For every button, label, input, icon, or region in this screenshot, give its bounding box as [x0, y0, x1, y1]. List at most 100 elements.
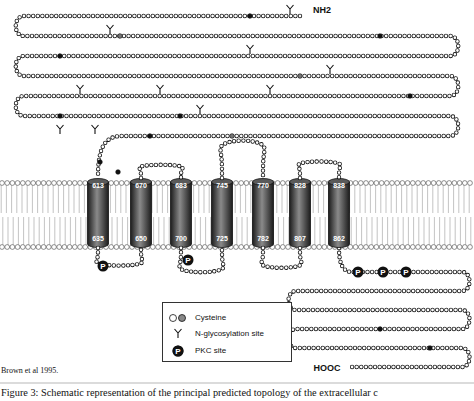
residue-chain-fill: [180, 248, 224, 272]
lipid-tail: [380, 185, 381, 213]
lipid-head: [416, 245, 421, 250]
cysteine-residue: [378, 327, 383, 332]
transmembrane-helix: 828807: [289, 178, 311, 248]
lipid-head: [72, 181, 77, 186]
lipid-head: [395, 181, 400, 186]
lipid-tail: [318, 185, 319, 213]
residue-chain-outline: [298, 162, 340, 179]
residue-chain-outline: [140, 165, 183, 178]
source-note: Brown et al 1995.: [1, 366, 58, 375]
lipid-tail: [16, 185, 17, 213]
lipid-head: [72, 245, 77, 250]
lipid-head: [78, 181, 83, 186]
terminus-label: HOOC: [314, 363, 341, 373]
lipid-head: [384, 245, 389, 250]
cysteine-residue: [58, 114, 63, 119]
residue-number: 838: [328, 182, 350, 190]
lipid-head: [244, 181, 249, 186]
residue-number: 613: [87, 182, 109, 190]
cylinder-body: [212, 182, 233, 248]
lipid-head: [395, 245, 400, 250]
lipid-head: [46, 245, 51, 250]
pkc-site: P: [183, 255, 194, 266]
lipid-head: [452, 181, 457, 186]
lipid-tail: [360, 185, 361, 213]
transmembrane-helix: 838862: [328, 178, 350, 248]
legend-swatch: [167, 327, 189, 341]
lipid-head: [353, 181, 358, 186]
lipid-head: [436, 245, 441, 250]
lipid-tail: [112, 217, 113, 245]
lipid-head: [166, 245, 171, 250]
lipid-tail: [236, 217, 237, 245]
lipid-head: [67, 245, 72, 250]
cysteine-symbol: [179, 315, 186, 322]
lipid-tail: [438, 185, 439, 213]
lipid-tail: [204, 185, 205, 213]
lipid-head: [312, 245, 317, 250]
lipid-tail: [120, 185, 121, 213]
lipid-head: [400, 245, 405, 250]
lipid-tail: [434, 217, 435, 245]
residue-number: 670: [130, 182, 152, 190]
cysteine-residue: [230, 134, 235, 139]
lipid-tail: [245, 185, 246, 213]
lipid-tail: [455, 217, 456, 245]
residue-number: 700: [170, 235, 192, 243]
lipid-head: [400, 181, 405, 186]
lipid-head: [457, 181, 462, 186]
pkc-site: P: [353, 267, 364, 278]
lipid-head: [431, 245, 436, 250]
lipid-head: [114, 245, 119, 250]
lipid-tail: [209, 185, 210, 213]
lipid-tail: [74, 185, 75, 213]
lipid-head: [202, 245, 207, 250]
lipid-head: [442, 245, 447, 250]
lipid-tail: [44, 217, 45, 245]
intracellular-tail: [289, 248, 470, 367]
residue-chain-fill: [16, 16, 459, 178]
lipid-tail: [391, 185, 392, 213]
lipid-head: [52, 181, 57, 186]
lipid-head: [239, 181, 244, 186]
lipid-tail: [162, 185, 163, 213]
lipid-tail: [6, 185, 7, 213]
lipid-head: [20, 181, 25, 186]
lipid-tail: [65, 217, 66, 245]
lipid-tail: [406, 185, 407, 213]
lipid-tail: [314, 217, 315, 245]
residue-chain-outline: [16, 16, 459, 178]
lipid-head: [83, 245, 88, 250]
lipid-tail: [37, 185, 38, 213]
lipid-tail: [80, 217, 81, 245]
legend-text: PKC site: [195, 346, 226, 356]
lipid-head: [124, 245, 129, 250]
lipid-tail: [84, 185, 85, 213]
lipid-tail: [386, 185, 387, 213]
lipid-tail: [127, 217, 128, 245]
lipid-tail: [351, 217, 352, 245]
residue-chain-outline: [180, 248, 224, 272]
lipid-head: [41, 181, 46, 186]
separator-line: [0, 383, 474, 384]
lipid-head: [431, 181, 436, 186]
lipid-head: [452, 245, 457, 250]
lipid-head: [119, 245, 124, 250]
lipid-head: [197, 245, 202, 250]
lipid-tail: [42, 185, 43, 213]
glycosylation-symbol: [57, 125, 64, 134]
lipid-head: [421, 181, 426, 186]
lipid-tail: [11, 185, 12, 213]
lipid-tail: [157, 185, 158, 213]
lipid-tail: [465, 217, 466, 245]
lipid-head: [234, 181, 239, 186]
lipid-tail: [325, 217, 326, 245]
lipid-tail: [115, 185, 116, 213]
lipid-head: [109, 245, 114, 250]
lipid-head: [374, 181, 379, 186]
lipid-tail: [287, 185, 288, 213]
lipid-head: [15, 181, 20, 186]
lipid-head: [202, 181, 207, 186]
glycosylation-symbol: [247, 45, 254, 54]
lipid-head: [322, 181, 327, 186]
